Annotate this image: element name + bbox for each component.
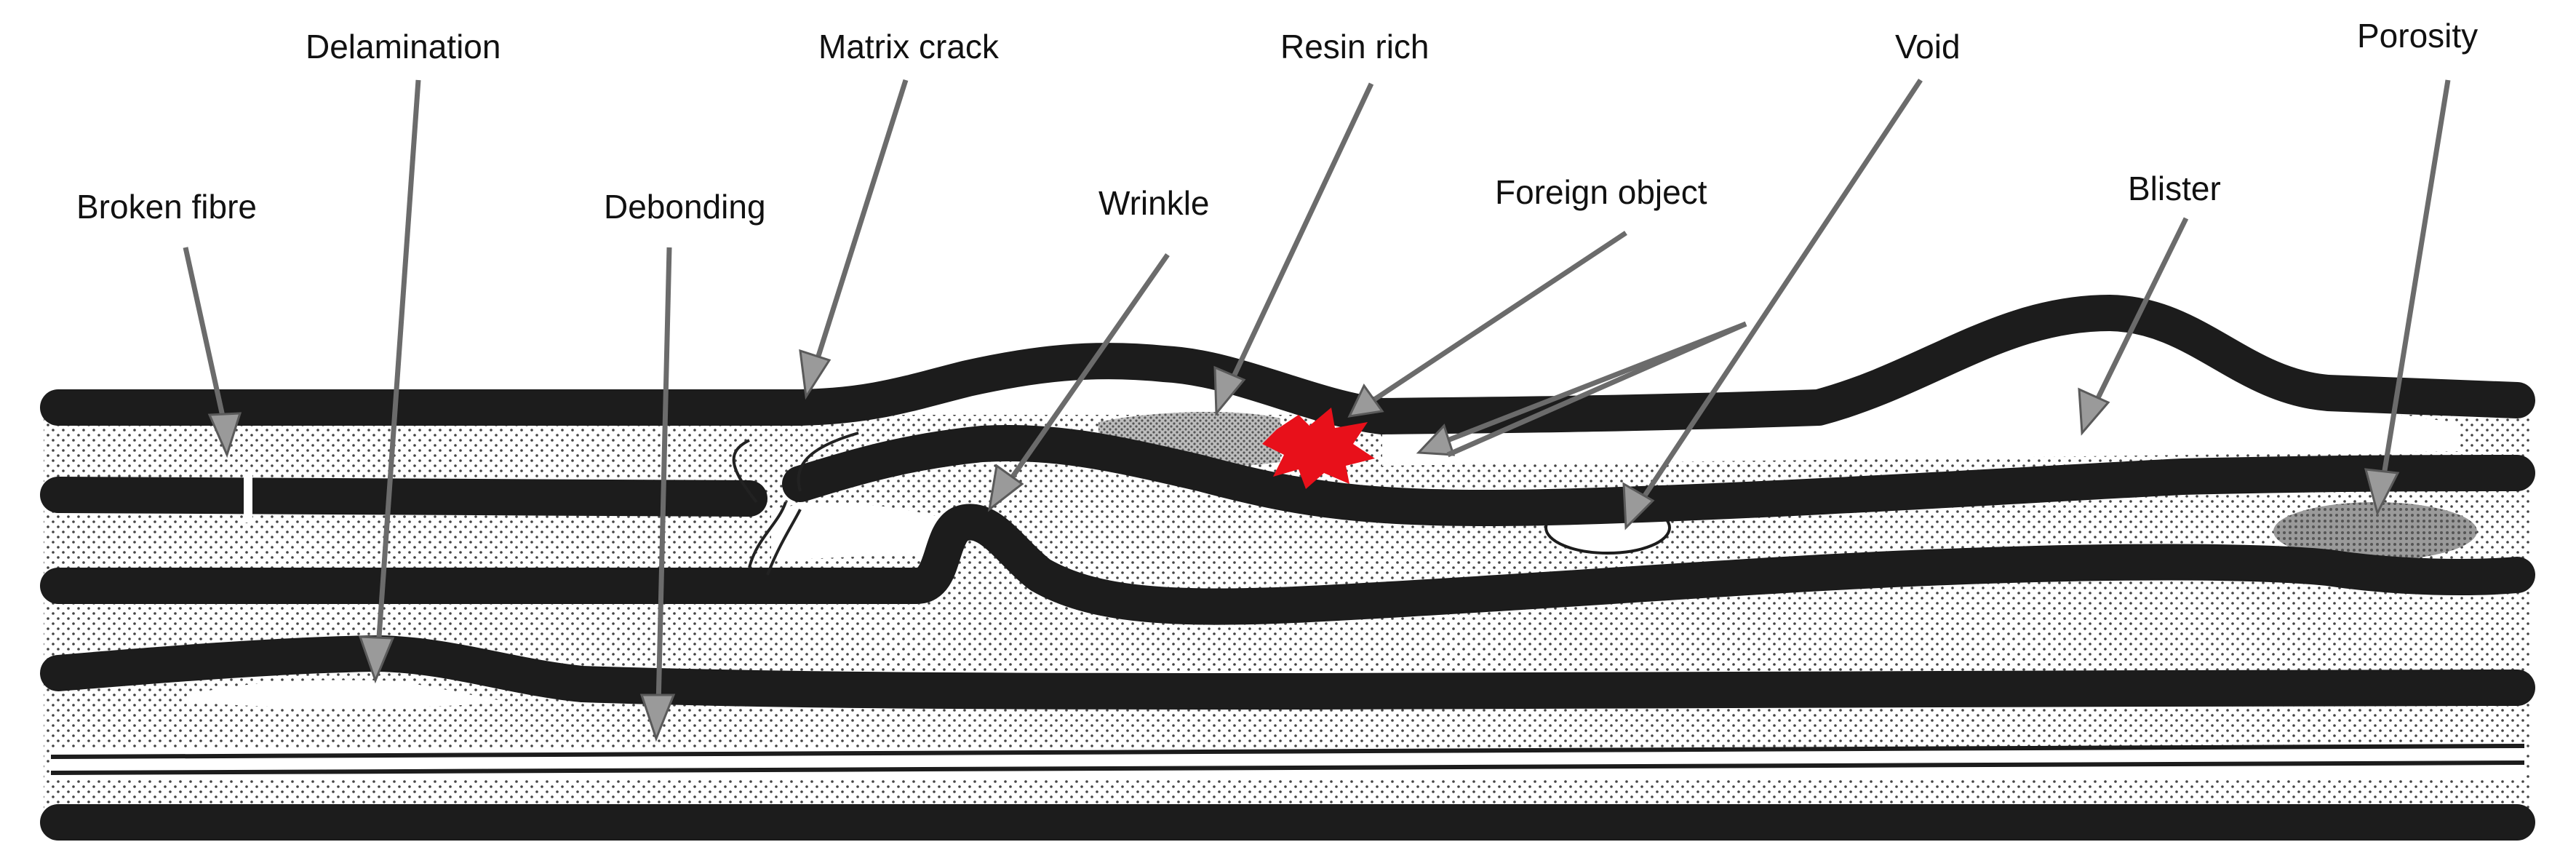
label-porosity: Porosity xyxy=(2357,17,2478,55)
debonded-region xyxy=(771,503,938,560)
porosity-region xyxy=(2273,502,2477,560)
resin-rich-arrow xyxy=(1227,82,1374,387)
ply-2 xyxy=(40,477,767,517)
label-debonding: Debonding xyxy=(604,188,766,226)
delamination-gap xyxy=(189,680,509,708)
debonding-arrowhead xyxy=(639,694,676,742)
wrinkle-arrowhead xyxy=(987,464,1024,512)
void-arrow-1-head xyxy=(1416,424,1456,456)
label-broken-fibre: Broken fibre xyxy=(76,188,257,226)
label-resin-rich: Resin rich xyxy=(1280,28,1429,65)
matrix-crack-4 xyxy=(766,509,802,576)
resin-rich-arrowhead xyxy=(1213,365,1246,417)
ply-3 xyxy=(40,504,2535,625)
matrix-crack-arrow xyxy=(812,79,909,369)
broken-fibre-arrowhead xyxy=(207,412,242,458)
leader-arrows xyxy=(183,79,2451,742)
blister-arrow xyxy=(2092,217,2189,405)
thin-ply-b xyxy=(50,760,2525,775)
porosity-arrow xyxy=(2380,79,2451,485)
ply-1 xyxy=(40,295,2535,434)
ply-2b xyxy=(782,425,2535,526)
foreign-object-arrowhead xyxy=(1347,384,1384,418)
porosity-arrowhead xyxy=(2364,468,2400,517)
matrix-crack-1 xyxy=(732,439,758,504)
ply-4 xyxy=(40,635,2535,710)
broken-fibre-arrow xyxy=(183,247,228,430)
blister-arrowhead xyxy=(2078,387,2110,436)
debonding-arrow xyxy=(655,247,672,707)
delamination-arrowhead xyxy=(358,635,395,684)
matrix-crack-2 xyxy=(797,432,859,492)
thin-ply-a xyxy=(50,744,2525,759)
matrix-crack-arrowhead xyxy=(799,349,832,400)
void-arrow-main xyxy=(1638,79,1923,504)
label-delamination: Delamination xyxy=(306,28,501,65)
void-arrow-2 xyxy=(1446,321,1747,458)
label-wrinkle: Wrinkle xyxy=(1098,184,1210,222)
wrinkle-arrow xyxy=(1005,253,1170,486)
foreign-object-arrow xyxy=(1366,231,1627,406)
label-void: Void xyxy=(1895,28,1961,65)
label-blister: Blister xyxy=(2128,170,2221,207)
label-foreign-object: Foreign object xyxy=(1495,173,1707,211)
label-matrix-crack: Matrix crack xyxy=(818,28,1000,65)
matrix-crack-3 xyxy=(748,501,787,568)
delamination-arrow xyxy=(375,79,421,648)
broken-fibre-gap xyxy=(244,472,252,523)
foreign-object xyxy=(1262,408,1375,489)
void-arrow-main-head xyxy=(1622,482,1655,531)
